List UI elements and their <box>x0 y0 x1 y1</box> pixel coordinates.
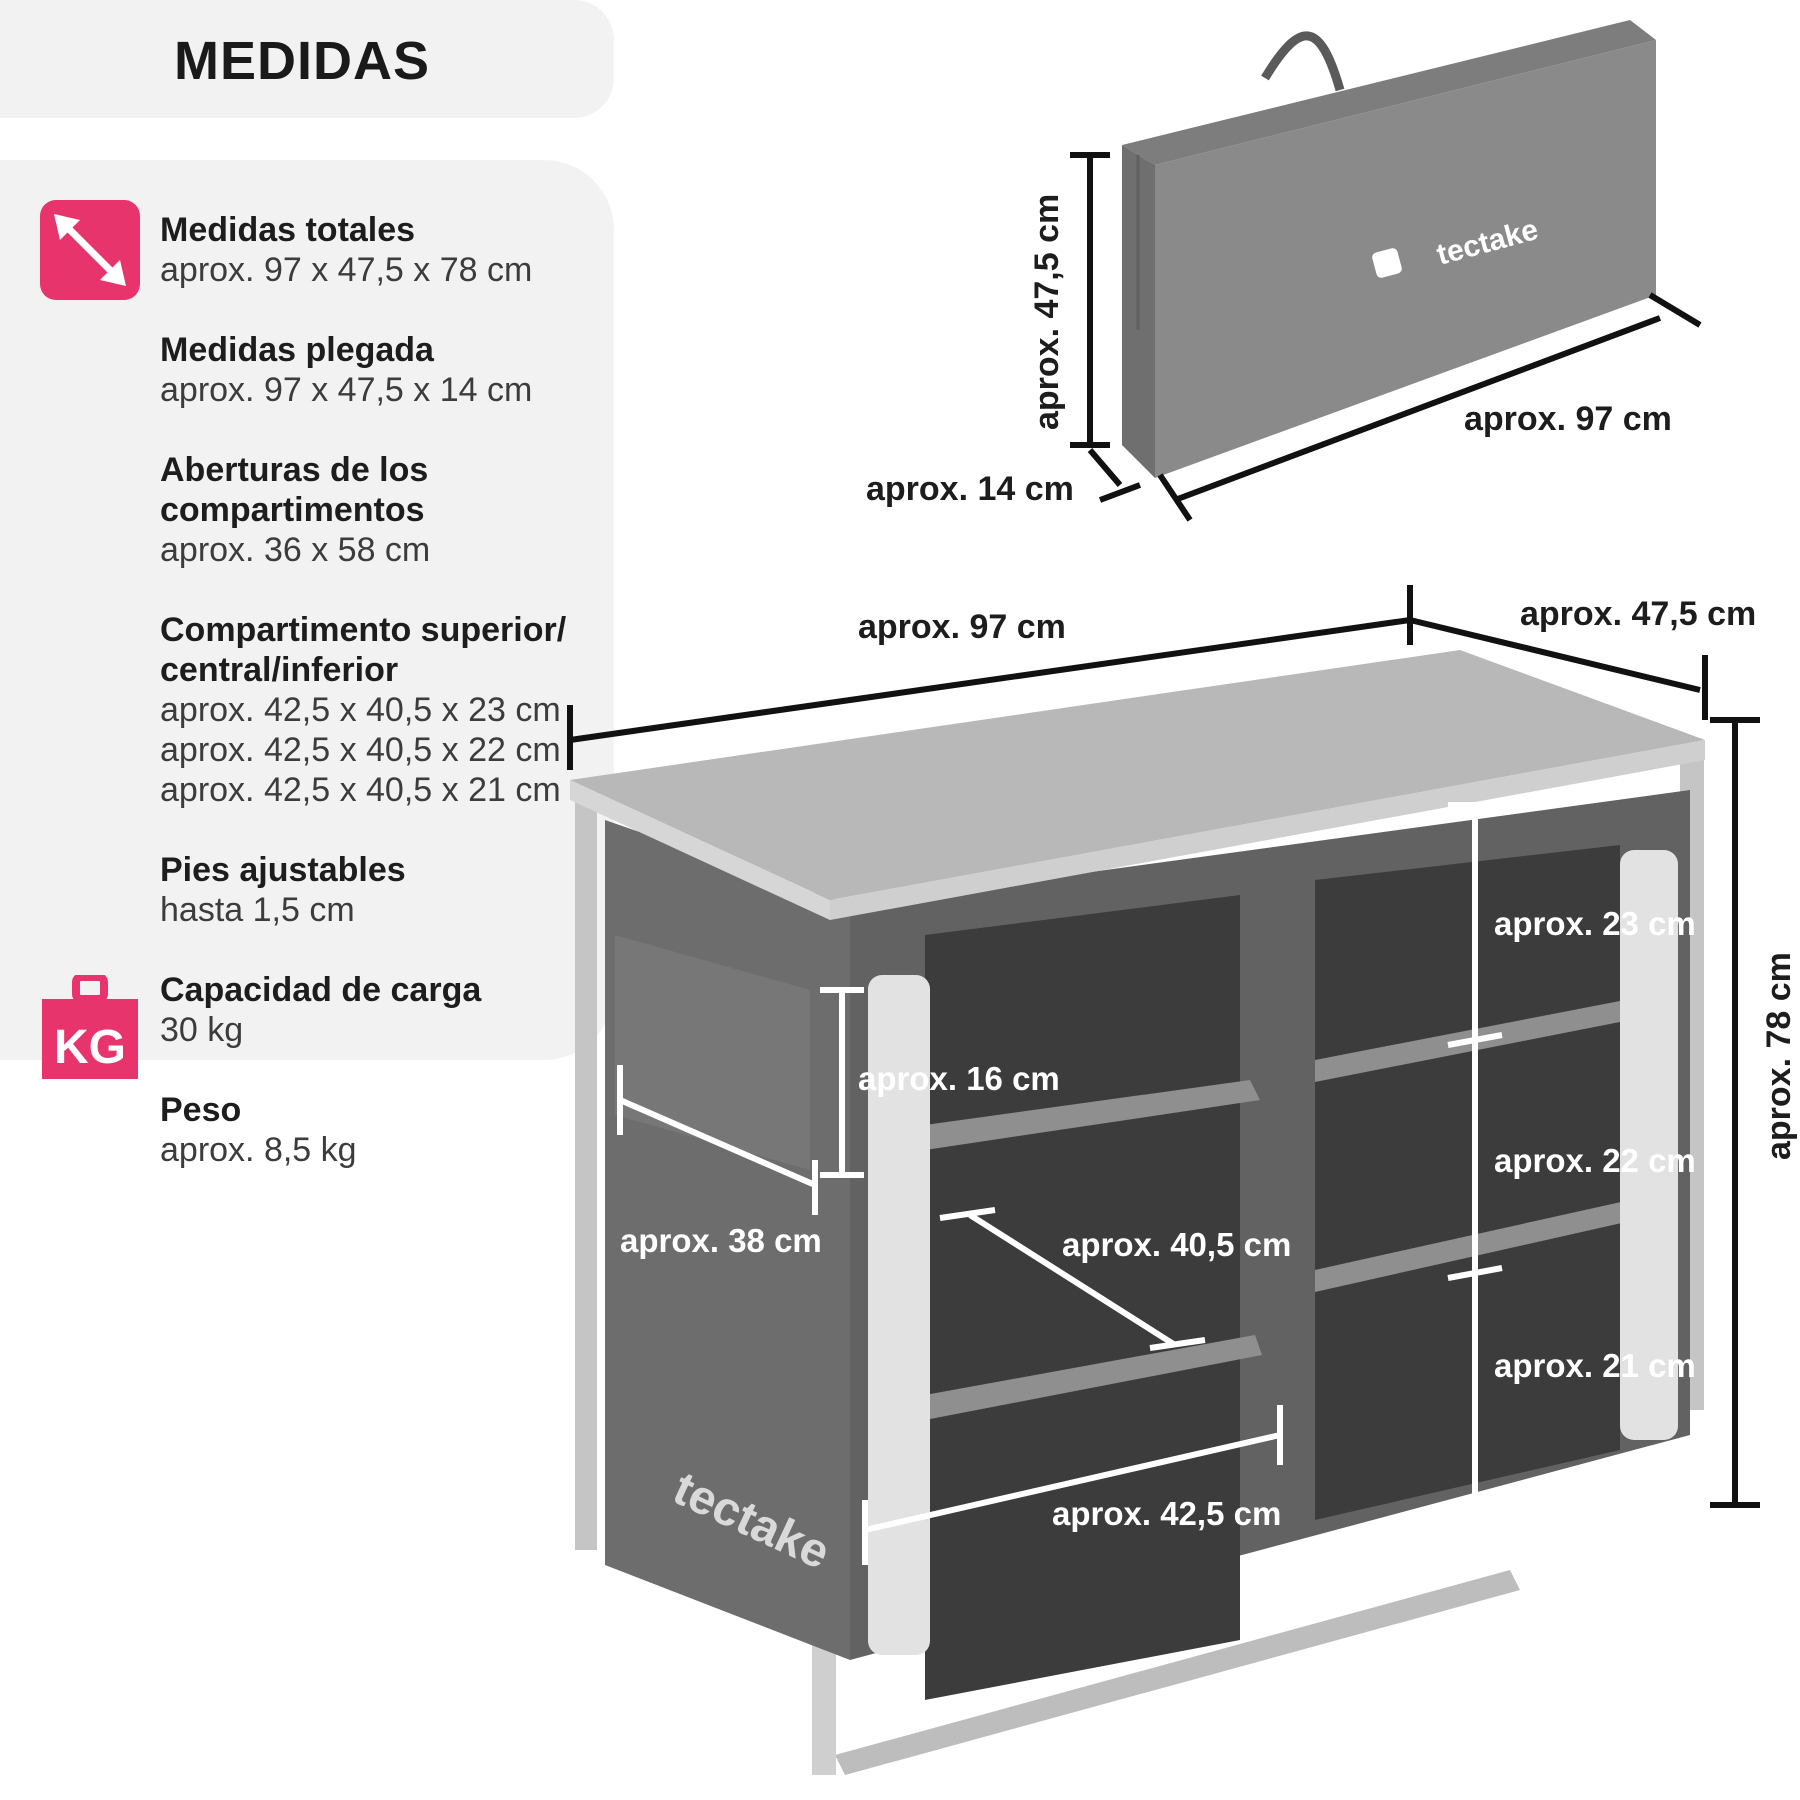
bag-width-label: aprox. 97 cm <box>1464 400 1672 438</box>
spec-label: Pies ajustables <box>160 851 406 889</box>
cabinet-width-label: aprox. 97 cm <box>858 608 1066 646</box>
bag-front <box>1155 40 1656 478</box>
right-roll-up-door <box>1620 850 1678 1440</box>
right-compartment <box>1315 845 1620 1520</box>
diagonal-arrow-icon <box>40 200 140 300</box>
spec-value: aprox. 97 x 47,5 x 14 cm <box>160 371 533 409</box>
middle-compartment-label: aprox. 22 cm <box>1494 1142 1696 1179</box>
svg-text:KG: KG <box>54 1021 126 1074</box>
spec-value: aprox. 8,5 kg <box>160 1131 357 1169</box>
spec-adjustable-feet: Pies ajustables hasta 1,5 cm <box>160 850 406 930</box>
page-title: MEDIDAS <box>174 31 431 91</box>
lower-compartment-label: aprox. 21 cm <box>1494 1347 1696 1384</box>
spec-openings: Aberturas de los compartimentos aprox. 3… <box>160 450 430 570</box>
spec-label: Compartimento superior/ central/inferior <box>160 611 567 689</box>
cabinet: tectake <box>570 650 1705 1775</box>
upper-compartment-label: aprox. 23 cm <box>1494 905 1696 942</box>
cabinet-depth-label: aprox. 47,5 cm <box>1520 595 1756 633</box>
side-depth-label: aprox. 38 cm <box>620 1222 822 1259</box>
spec-load-capacity: Capacidad de carga 30 kg <box>160 970 481 1050</box>
left-compartment <box>925 895 1240 1700</box>
spec-value: 30 kg <box>160 1011 244 1049</box>
title-panel: MEDIDAS <box>0 0 614 118</box>
spec-label: Medidas plegada <box>160 331 434 369</box>
spec-label: Peso <box>160 1091 242 1129</box>
spec-value: aprox. 36 x 58 cm <box>160 531 431 569</box>
spec-total-size: Medidas totales aprox. 97 x 47,5 x 78 cm <box>160 210 532 290</box>
spec-compartments: Compartimento superior/ central/inferior… <box>160 610 566 810</box>
shelf-width-label: aprox. 42,5 cm <box>1052 1495 1281 1532</box>
left-roll-up-door <box>868 975 930 1655</box>
carry-bag: tectake aprox. 47,5 cm aprox. 14 cm apro… <box>866 20 1702 522</box>
bag-handle <box>1261 31 1345 92</box>
kg-weight-icon: KG <box>40 973 140 1080</box>
bag-depth-label: aprox. 14 cm <box>866 470 1074 508</box>
cabinet-dimensions: aprox. 97 cm aprox. 47,5 cm aprox. 78 cm… <box>567 585 1798 1565</box>
bag-top <box>1122 20 1656 165</box>
spec-label: Aberturas de los compartimentos <box>160 451 429 529</box>
spec-value: aprox. 97 x 47,5 x 78 cm <box>160 251 533 289</box>
spec-label: Capacidad de carga <box>160 971 482 1009</box>
shelf-depth-label: aprox. 40,5 cm <box>1062 1226 1291 1263</box>
spec-panel <box>0 160 614 1060</box>
spec-label: Medidas totales <box>160 211 416 249</box>
spec-value: hasta 1,5 cm <box>160 891 355 929</box>
bag-height-label: aprox. 47,5 cm <box>1028 194 1066 430</box>
spec-folded-size: Medidas plegada aprox. 97 x 47,5 x 14 cm <box>160 330 532 410</box>
tectake-logo-icon <box>1372 248 1402 278</box>
spec-weight: Peso aprox. 8,5 kg <box>160 1090 357 1170</box>
side-pocket <box>615 935 810 1170</box>
pocket-depth-label: aprox. 16 cm <box>858 1060 1060 1097</box>
cabinet-height-label: aprox. 78 cm <box>1760 952 1798 1160</box>
spec-value: aprox. 42,5 x 40,5 x 23 cm aprox. 42,5 x… <box>160 691 561 809</box>
table-top <box>570 650 1705 900</box>
